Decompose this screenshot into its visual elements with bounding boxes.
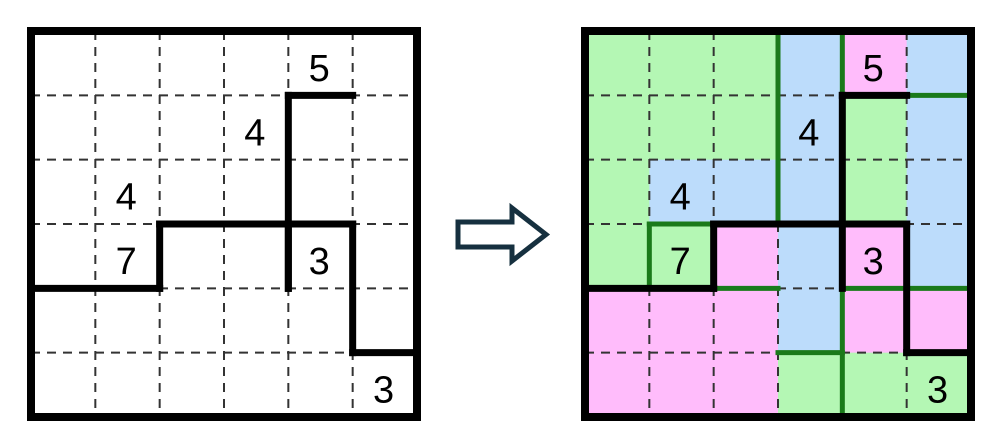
clue-number: 4	[244, 112, 265, 154]
grid-cell[interactable]	[778, 352, 843, 418]
grid-cell[interactable]	[842, 352, 908, 418]
arrow-container	[452, 200, 552, 270]
grid-cell[interactable]	[906, 159, 972, 225]
solution-grid[interactable]: 5 4 4 7 3 3	[578, 24, 978, 424]
grid-cell[interactable]	[585, 31, 650, 96]
grid-cell[interactable]	[585, 288, 650, 354]
grid-cell[interactable]	[585, 224, 650, 289]
grid-cell[interactable]	[778, 159, 843, 225]
grid-cell[interactable]	[713, 288, 779, 354]
grid-cell[interactable]	[649, 31, 715, 96]
region-boundary-thick	[27, 91, 421, 357]
grid-cell[interactable]	[649, 159, 715, 225]
clue-number: 7	[116, 241, 137, 283]
grid-cell[interactable]	[649, 224, 715, 289]
grid-cell[interactable]	[842, 288, 908, 354]
clue-number: 4	[798, 112, 819, 154]
grid-cell[interactable]	[842, 31, 908, 96]
grid-cell[interactable]	[778, 31, 843, 96]
grid-cell[interactable]	[842, 159, 908, 225]
grid-cell[interactable]	[585, 352, 650, 418]
grid-cell[interactable]	[713, 159, 779, 225]
region-boundary-thick	[581, 91, 975, 357]
clue-number: 7	[670, 241, 691, 283]
grid-cell[interactable]	[713, 95, 779, 161]
clue-number: 4	[116, 177, 137, 219]
grid-cell[interactable]	[713, 224, 779, 289]
grid-outer-border	[581, 27, 975, 421]
grid-cell[interactable]	[906, 352, 972, 418]
grid-cell[interactable]	[842, 95, 908, 161]
grid-cell[interactable]	[713, 352, 779, 418]
grid-cell[interactable]	[778, 288, 843, 354]
solution-grid-container: 5 4 4 7 3 3	[578, 24, 978, 424]
rightwards-arrow-icon	[455, 202, 551, 267]
clue-number: 3	[863, 241, 884, 283]
clue-number: 5	[863, 48, 884, 90]
grid-cell[interactable]	[906, 95, 972, 161]
grid-cell[interactable]	[778, 224, 843, 289]
puzzle-grid-container: 5 4 4 7 3 3	[24, 24, 424, 424]
clue-number: 5	[309, 48, 330, 90]
grid-cell[interactable]	[842, 224, 908, 289]
grid-cell[interactable]	[649, 95, 715, 161]
grid-cell[interactable]	[649, 288, 715, 354]
grid-cell[interactable]	[778, 95, 843, 161]
grid-cell[interactable]	[649, 352, 715, 418]
clue-number: 3	[373, 370, 394, 412]
grid-cell[interactable]	[585, 95, 650, 161]
grid-cell[interactable]	[713, 31, 779, 96]
grid-cell[interactable]	[906, 288, 972, 354]
clue-number: 3	[309, 241, 330, 283]
clue-number: 4	[670, 177, 691, 219]
grid-outer-border	[27, 27, 421, 421]
grid-cell[interactable]	[906, 224, 972, 289]
grid-cell[interactable]	[585, 159, 650, 225]
clue-number: 3	[927, 370, 948, 412]
grid-cell[interactable]	[906, 31, 972, 96]
puzzle-grid[interactable]: 5 4 4 7 3 3	[24, 24, 424, 424]
